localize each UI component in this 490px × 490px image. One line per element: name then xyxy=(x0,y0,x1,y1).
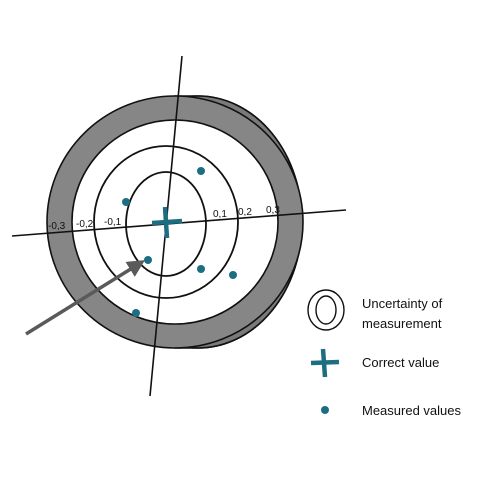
plus-cross-icon xyxy=(310,348,340,378)
measured-value-point xyxy=(132,309,140,317)
tick-label-pos-0-3: 0,3 xyxy=(266,205,280,216)
tick-label-neg-0-3: -0,3 xyxy=(48,221,66,232)
concentric-ellipse-icon xyxy=(307,289,345,331)
measured-value-point xyxy=(197,167,205,175)
measured-value-point xyxy=(229,271,237,279)
uncertainty-ring-small xyxy=(125,171,207,277)
tick-label-neg-0-2: -0,2 xyxy=(76,219,94,230)
correct-value-marker xyxy=(151,206,183,239)
tick-label-pos-0-2: 0,2 xyxy=(238,207,252,218)
measured-value-point xyxy=(197,265,205,273)
measured-value-point xyxy=(122,198,130,206)
pointer-arrow xyxy=(25,260,145,336)
legend-correct-value: Correct value xyxy=(362,355,439,370)
measured-value-point xyxy=(144,256,152,264)
tick-label-pos-0-1: 0,1 xyxy=(213,209,227,220)
uncertainty-ring-large xyxy=(93,145,239,299)
dot-icon xyxy=(321,406,329,414)
tick-label-neg-0-1: -0,1 xyxy=(104,217,122,228)
legend-uncertainty-line1: Uncertainty of xyxy=(362,296,443,311)
legend: Uncertainty of measurement Correct value… xyxy=(307,289,461,418)
legend-uncertainty-line2: measurement xyxy=(362,316,442,331)
legend-measured-values: Measured values xyxy=(362,403,461,418)
